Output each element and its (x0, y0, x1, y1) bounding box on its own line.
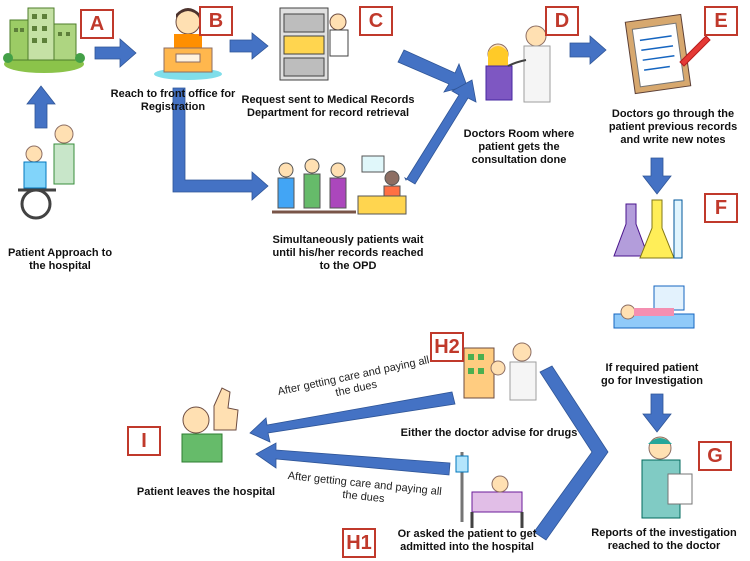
badge-b: B (199, 6, 233, 36)
label-admitted: Or asked the patient to get admitted int… (397, 528, 537, 553)
receptionist-icon (154, 8, 222, 80)
badge-g: G (698, 441, 732, 471)
badge-i: I (127, 426, 161, 456)
lab-flasks-icon (613, 199, 683, 259)
label-doctors-room: Doctors Room where patient gets the cons… (463, 128, 575, 166)
doctor-consultation-icon (485, 25, 551, 103)
arrow-h1-to-i (255, 442, 451, 476)
arrow-b-to-c (229, 32, 269, 60)
hospital-bed-icon (455, 452, 524, 528)
badge-h1: H1 (342, 528, 376, 558)
badge-f: F (704, 193, 738, 223)
pharmacy-icon (463, 342, 537, 401)
badge-d: D (545, 6, 579, 36)
label-doctor-notes: Doctors go through the patient previous … (608, 108, 738, 146)
arrow-f-to-g (642, 393, 672, 433)
clipboard-notes-icon (624, 13, 711, 95)
label-reports: Reports of the investigation reached to … (591, 527, 737, 552)
badge-c: C (359, 6, 393, 36)
thumbs-up-patient-icon (181, 387, 239, 463)
arrow-d-to-e (569, 35, 607, 65)
arrow-wait-to-d (404, 79, 477, 185)
arrow-b-to-wait (172, 87, 269, 201)
badge-e: E (704, 6, 738, 36)
label-wait-records: Simultaneously patients wait until his/h… (272, 234, 424, 272)
arrow-e-to-f (642, 157, 672, 195)
scan-investigation-icon (613, 285, 695, 329)
label-records-request: Request sent to Medical Records Departme… (241, 94, 415, 119)
badge-a: A (80, 9, 114, 39)
wheelchair-patient-icon (18, 124, 75, 220)
label-drugs: Either the doctor advise for drugs (400, 427, 578, 439)
arrow-a-to-b (94, 38, 137, 68)
arrow-patient-to-a (26, 85, 56, 129)
arrow-c-to-d (397, 49, 468, 93)
doctor-reports-icon (641, 436, 693, 519)
waiting-patients-icon (272, 155, 407, 215)
badge-h2: H2 (430, 332, 464, 362)
label-investigation: If required patient go for Investigation (600, 362, 704, 387)
label-patient-approach: Patient Approach to the hospital (7, 247, 113, 272)
arrow-h2-to-i (249, 391, 456, 443)
label-front-office: Reach to front office for Registration (110, 88, 236, 113)
label-leaves: Patient leaves the hospital (136, 486, 276, 498)
hospital-buildings-icon (3, 7, 85, 73)
arrow-h2-g-h1 (533, 365, 609, 541)
filing-cabinet-icon (279, 7, 349, 81)
